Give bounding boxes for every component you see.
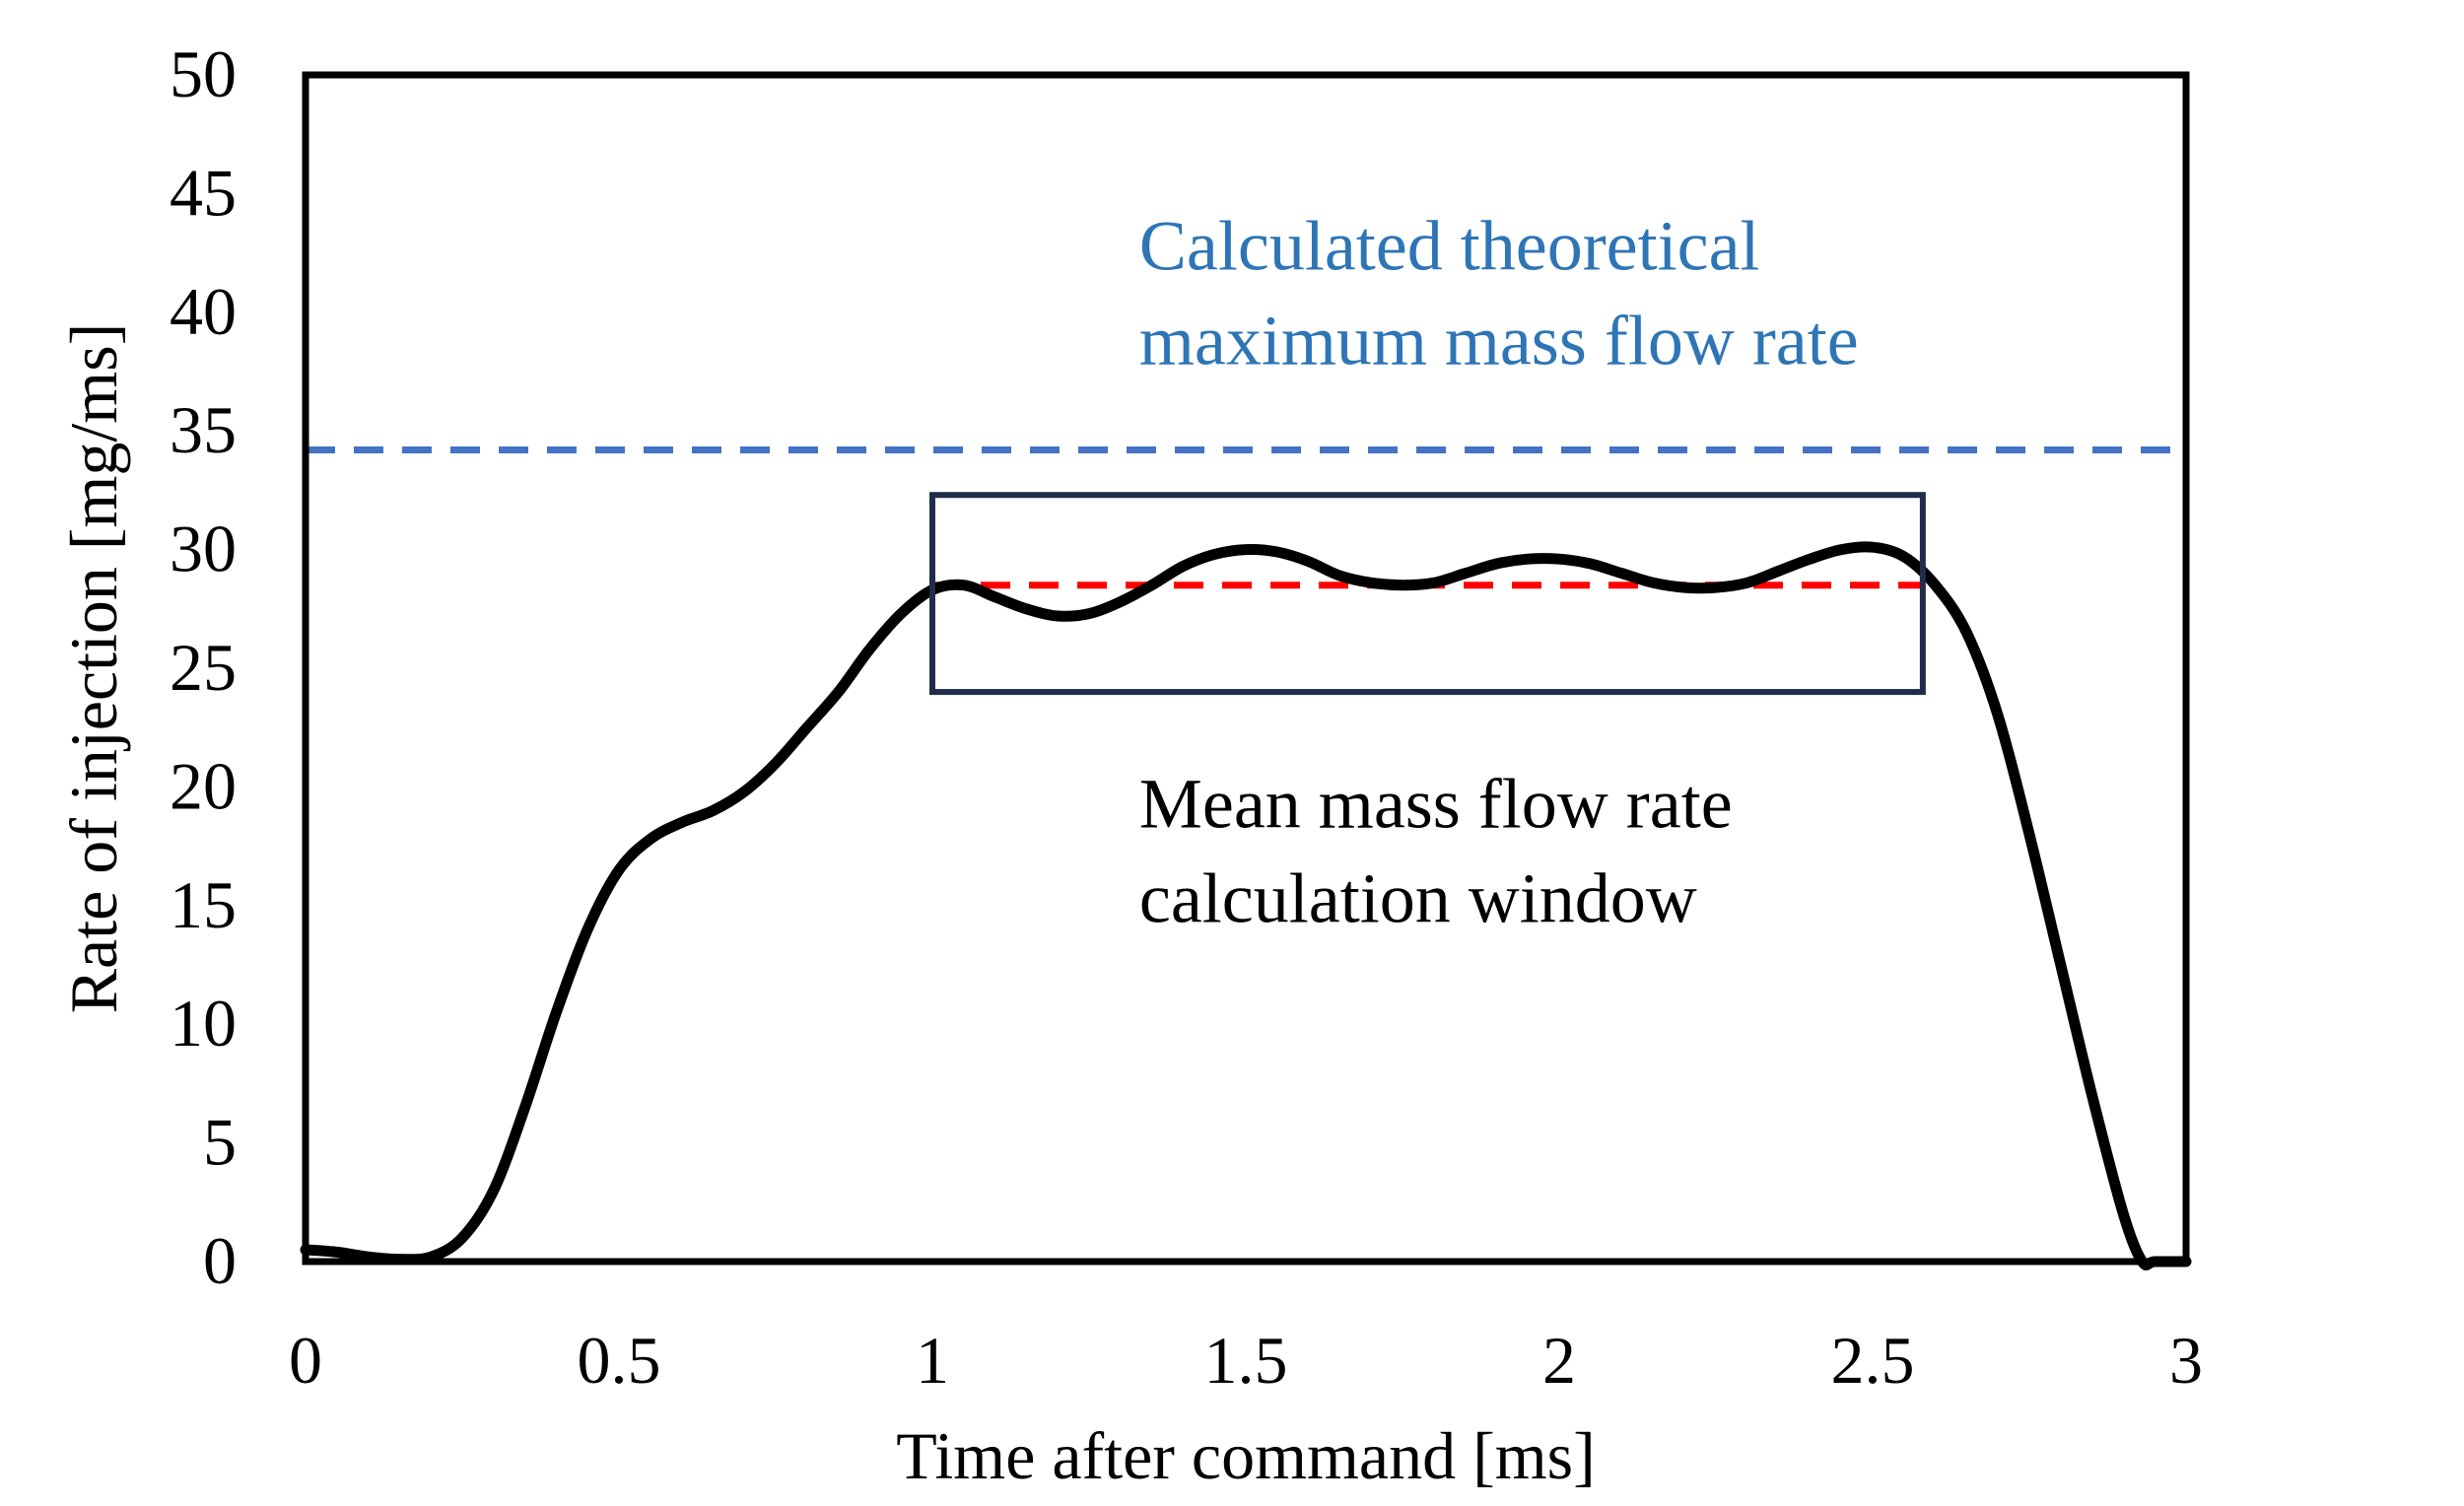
x-tick-label: 1.5	[1204, 1323, 1288, 1398]
annotation-line: Calculated theoretical	[1139, 206, 1760, 285]
x-tick-label: 1	[916, 1323, 949, 1398]
y-axis-label: Rate of injection [mg/ms]	[56, 323, 131, 1014]
x-tick-label: 0.5	[578, 1323, 661, 1398]
y-tick-label: 40	[170, 274, 237, 349]
x-tick-label: 2	[1542, 1323, 1576, 1398]
annotation-line: Mean mass flow rate	[1139, 764, 1733, 843]
x-tick-label: 3	[2169, 1323, 2203, 1398]
y-tick-label: 35	[170, 392, 237, 467]
x-axis-label: Time after command [ms]	[896, 1418, 1595, 1493]
x-tick-label: 2.5	[1831, 1323, 1915, 1398]
calculation-window-box	[929, 492, 1926, 696]
y-tick-label: 5	[203, 1105, 237, 1180]
y-tick-label: 30	[170, 512, 237, 586]
y-tick-label: 20	[170, 748, 237, 823]
y-tick-label: 50	[170, 36, 237, 111]
annotation-0: Calculated theoretical maximum mass flow …	[1139, 206, 1859, 379]
annotation-1: Mean mass flow rate calculation window	[1139, 764, 1733, 937]
annotation-line: maximum mass flow rate	[1139, 301, 1859, 379]
x-tick-label: 0	[289, 1323, 322, 1398]
y-tick-label: 10	[170, 986, 237, 1061]
y-tick-label: 0	[203, 1223, 237, 1298]
annotation-line: calculation window	[1139, 858, 1697, 937]
y-tick-label: 45	[170, 155, 237, 230]
plot-frame	[302, 71, 2190, 1266]
y-tick-label: 15	[170, 867, 237, 942]
series-line-0	[300, 541, 2192, 1270]
y-tick-label: 25	[170, 630, 237, 705]
